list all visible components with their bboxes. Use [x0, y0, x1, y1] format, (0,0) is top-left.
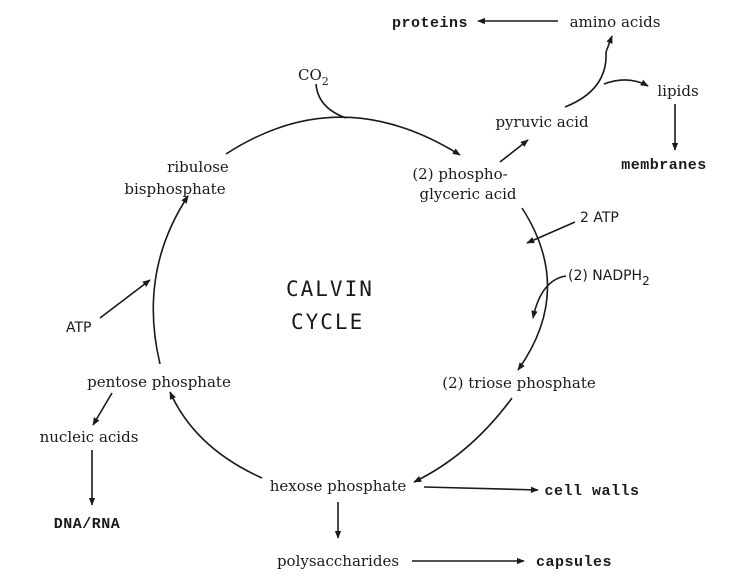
cycle-title-line1: CALVIN [286, 277, 374, 301]
lipids-label: lipids [657, 82, 698, 100]
arc-pga-to-triose [517, 207, 549, 371]
cycle-title-line2: CYCLE [291, 310, 364, 334]
arrow-to-lipids [603, 79, 649, 87]
arc-rubp-to-pga [225, 116, 461, 156]
arrow-pga-to-pyruvic [499, 139, 529, 163]
pga-label-line2: glyceric acid [419, 185, 516, 203]
arc-pentose-to-rubp [152, 195, 189, 365]
arrow-to-amino [605, 35, 613, 53]
triose-label: (2) triose phosphate [442, 374, 596, 392]
polysaccharides-label: polysaccharides [277, 552, 399, 570]
proteins-label: proteins [392, 15, 468, 32]
nucleic-acids-label: nucleic acids [40, 428, 139, 446]
rubp-label-line1: ribulose [167, 158, 229, 176]
arrow-atp-left-in [99, 279, 151, 319]
dna-rna-label: DNA/RNA [54, 516, 121, 533]
pga-label-line1: (2) phospho- [412, 165, 507, 183]
co2-subscript: 2 [322, 75, 329, 88]
pyruvic-acid-label: pyruvic acid [495, 113, 588, 131]
membranes-label: membranes [621, 157, 707, 174]
hexose-label: hexose phosphate [270, 477, 407, 495]
nadph-label: (2) NADPH2 [568, 268, 650, 288]
nadph-main: (2) NADPH [568, 268, 642, 284]
amino-acids-label: amino acids [570, 13, 661, 31]
arrow-2atp-in [526, 221, 576, 244]
co2-label: CO2 [298, 66, 329, 88]
arrow-pyruvic-branch [564, 51, 607, 108]
arrow-nadph-in [531, 275, 567, 319]
cell-walls-label: cell walls [544, 483, 639, 500]
atp-left-label: ATP [66, 320, 91, 336]
rubp-label-line2: bisphosphate [124, 180, 225, 198]
arrow-pentose-to-nucleic [92, 392, 113, 426]
arrow-co2-in [315, 83, 347, 119]
pentose-label: pentose phosphate [87, 373, 231, 391]
capsules-label: capsules [536, 554, 612, 571]
arrow-hexose-to-cellwalls [423, 486, 539, 494]
co2-main: CO [298, 66, 322, 84]
arc-triose-to-hexose [413, 397, 513, 483]
atp-input-label: 2 ATP [580, 210, 619, 226]
arc-hexose-to-pentose [169, 391, 263, 479]
nadph-subscript: 2 [642, 274, 650, 288]
